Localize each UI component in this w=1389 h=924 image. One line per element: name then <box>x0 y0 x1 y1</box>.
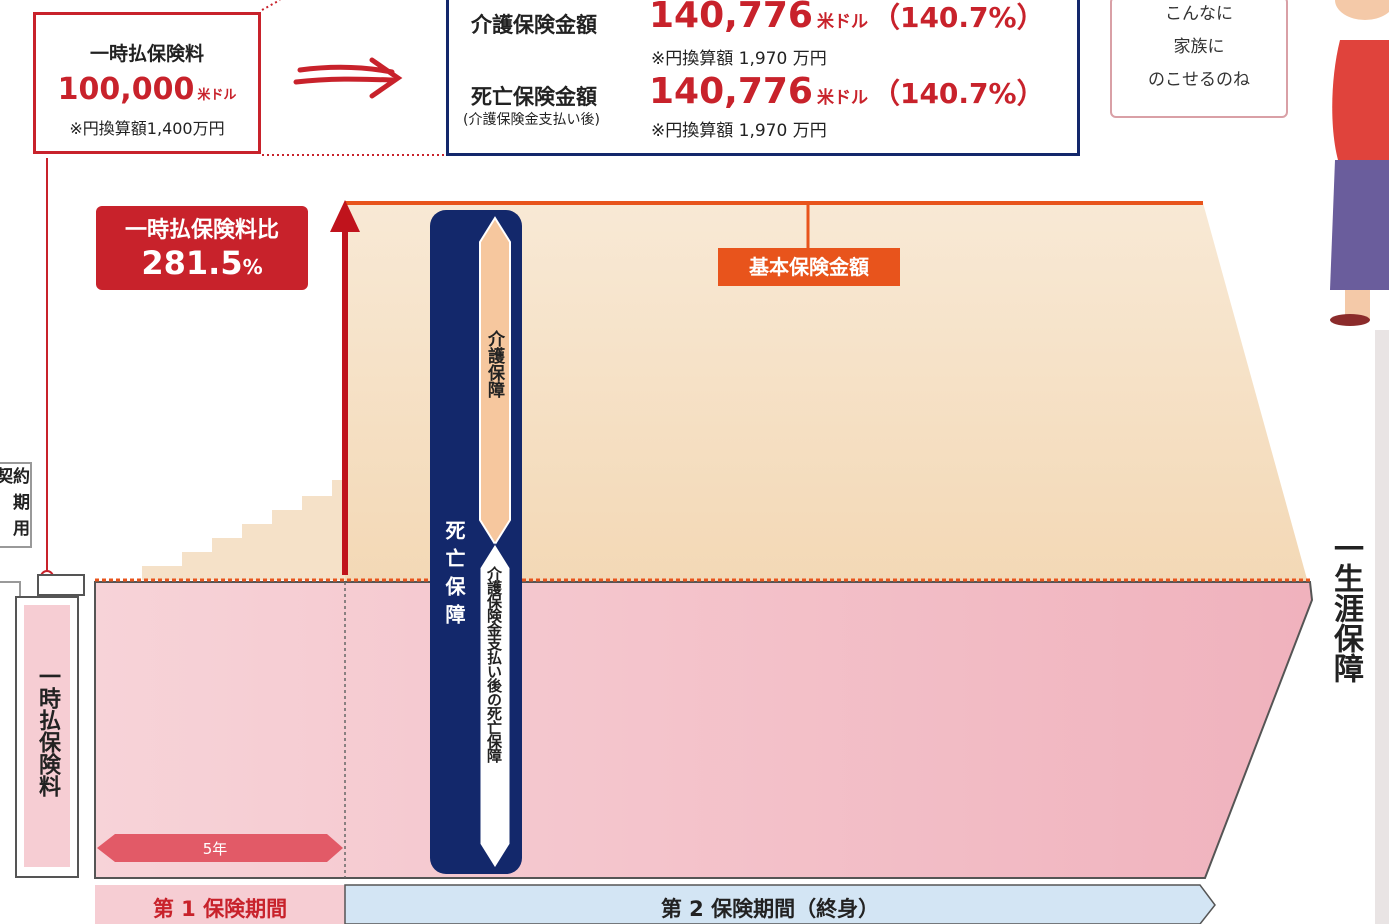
speech-line2: 家族に <box>1173 37 1225 57</box>
death-yen: ※円換算額 1,970 万円 <box>651 121 827 141</box>
post-care-arrow <box>479 543 511 869</box>
five-year-arrow <box>97 834 343 862</box>
death-sub: (介護保険金支払い後) <box>463 112 600 128</box>
care-yen: ※円換算額 1,970 万円 <box>651 49 827 69</box>
post-care-death-label: 介護保険金支払い後の死亡保障 <box>485 566 503 762</box>
premium-title: 一時払保険料 <box>89 43 204 65</box>
premium-bar-top <box>37 574 85 596</box>
death-label: 死亡保険金額 <box>471 85 597 109</box>
care-coverage-label: 介護保障 <box>484 330 504 398</box>
woman-legs <box>1345 290 1370 320</box>
premium-amount: 100,000 <box>57 72 195 107</box>
speech-line1: こんなに <box>1165 4 1233 24</box>
ratio-value: 281.5 <box>141 244 243 282</box>
lifetime-label: 一生涯保障 <box>1328 533 1363 683</box>
lifetime-bar <box>1375 330 1389 924</box>
period1-label: 第 1 保険期間 <box>152 897 288 921</box>
premium-unit: 米ドル <box>197 88 237 103</box>
premium-bar-fill <box>24 605 70 867</box>
base-amount-label: 基本保険金額 <box>718 248 900 286</box>
death-coverage-area <box>94 581 1314 879</box>
ratio-badge: 一時払保険料比 281.5% <box>96 206 308 290</box>
speech-bubble: こんなに 家族に のこせるのね <box>1110 0 1288 118</box>
death-coverage-label: 死亡保障 <box>442 520 466 632</box>
woman-skirt <box>1330 160 1389 290</box>
woman-shoe <box>1330 314 1370 326</box>
care-pct: （140.7%） <box>871 1 1045 34</box>
partial-label-line2: 期 <box>13 493 30 513</box>
care-label: 介護保険金額 <box>471 13 597 37</box>
death-unit: 米ドル <box>816 88 868 108</box>
care-unit: 米ドル <box>816 12 868 32</box>
right-arrow-icon <box>293 57 403 99</box>
premium-dotted-link-top <box>261 0 281 11</box>
ratio-unit: % <box>242 255 263 279</box>
connector-line-gray <box>0 581 42 598</box>
woman-body <box>1332 40 1389 160</box>
period2-bar <box>344 884 1216 924</box>
death-amount: 140,776 <box>649 71 813 112</box>
care-amount: 140,776 <box>649 0 813 36</box>
partial-label-line1: 契約 <box>0 467 30 487</box>
woman-head <box>1335 0 1389 20</box>
premium-bar-label: 一時払保険料 <box>35 665 60 797</box>
growth-arrow-head <box>330 200 360 232</box>
care-coverage-area <box>345 203 1310 590</box>
partial-label-line3: 用 <box>13 519 30 539</box>
period1-bar <box>95 885 345 924</box>
premium-yen-note: ※円換算額1,400万円 <box>69 119 225 138</box>
period2-label: 第 2 保険期間（終身） <box>660 897 880 921</box>
ratio-value-row: 281.5% <box>96 244 308 282</box>
partial-label-box: 契約 期 用 <box>0 462 32 548</box>
five-years-label: 5年 <box>202 840 228 858</box>
death-pct: （140.7%） <box>871 77 1045 110</box>
ratio-label: 一時払保険料比 <box>124 218 279 243</box>
staircase-area <box>142 480 345 580</box>
speech-line3: のこせるのね <box>1148 70 1250 90</box>
